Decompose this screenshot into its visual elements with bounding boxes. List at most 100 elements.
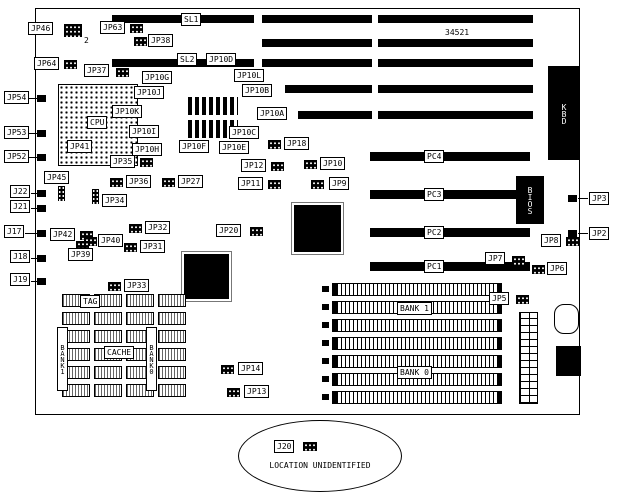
jp10i-label: JP10I (129, 125, 160, 138)
jp10c-label: JP10C (229, 126, 260, 139)
jp52-label: JP52 (4, 150, 30, 163)
cpu-label: CPU (87, 116, 108, 129)
jp8-label: JP8 (541, 234, 562, 247)
callout-ellipse (238, 420, 402, 492)
slot-bar-b1 (262, 15, 372, 23)
jp13-jumper (227, 388, 240, 397)
bank1-label: BANK 1 (397, 302, 432, 315)
jp37-label: JP37 (84, 64, 110, 77)
qfp-chip-1 (294, 205, 341, 252)
jp38-jumper (134, 37, 147, 46)
cache-chip-3-0 (62, 348, 90, 361)
bank0-vertical-label: BANK0 (146, 327, 157, 391)
j19-edge-connector (37, 278, 46, 285)
simm-socket-row-0 (332, 283, 502, 296)
kbd-connector: KBD (548, 66, 580, 160)
j17-edge-connector (37, 230, 46, 237)
jp27-jumper (162, 178, 175, 187)
jp32-jumper (129, 224, 142, 233)
simm-socket-pin-2 (322, 322, 329, 328)
j21-leader-line (31, 208, 37, 209)
jp10-label: JP10 (320, 157, 346, 170)
jp64-jumper (64, 60, 77, 69)
cache-chip-4-3 (158, 366, 186, 379)
jp10j-label: JP10J (134, 86, 165, 99)
cache-chip-3-3 (158, 348, 186, 361)
jp52-edge-connector (37, 154, 46, 161)
cache-chip-4-0 (62, 366, 90, 379)
j19-leader-line (31, 281, 37, 282)
jumper-field-row1 (188, 97, 238, 115)
jp36-jumper (110, 178, 123, 187)
simm-socket-pin-5 (322, 376, 329, 382)
jp20-label: JP20 (216, 224, 242, 237)
jp10a-label: JP10A (257, 107, 288, 120)
j17-label: J17 (4, 225, 25, 238)
jp13-label: JP13 (244, 385, 270, 398)
jp40-jumper (84, 237, 97, 246)
j18-edge-connector (37, 255, 46, 262)
jumper-field-row2 (188, 120, 238, 138)
j22-label: J22 (10, 185, 31, 198)
round-connector (554, 304, 579, 334)
pc2-slot-bar (370, 228, 530, 237)
jp14-jumper (221, 365, 234, 374)
j20-label: J20 (274, 440, 295, 453)
jp41-label: JP41 (67, 140, 93, 153)
slot-bar-c5 (378, 111, 533, 119)
simm-socket-pin-6 (322, 394, 329, 400)
cache-chip-0-3 (158, 294, 186, 307)
jp37-jumper (116, 68, 129, 77)
bios-chip: BIOS (516, 176, 544, 224)
jp42-jumper (80, 231, 93, 240)
part-number: 34521 (445, 28, 470, 37)
jp3-label: JP3 (589, 192, 610, 205)
jp18-label: JP18 (284, 137, 310, 150)
cache-chip-2-3 (158, 330, 186, 343)
jp63-label: JP63 (100, 21, 126, 34)
slot-bar-c4 (378, 85, 533, 93)
pc1-slot-bar (370, 262, 530, 271)
jp2-label: JP2 (589, 227, 610, 240)
qfp-chip-2 (184, 254, 229, 299)
jp39-label: JP39 (68, 248, 94, 261)
simm-socket-row-5 (332, 373, 502, 386)
j20-jumper (303, 442, 317, 451)
j21-edge-connector (37, 205, 46, 212)
cache-chip-1-1 (94, 312, 122, 325)
jp64-label: JP64 (34, 57, 60, 70)
pc4-label: PC4 (424, 150, 445, 163)
jp45-pinstrip (58, 186, 65, 201)
jp12-label: JP12 (241, 159, 267, 172)
simm-socket-row-2 (332, 319, 502, 332)
jp53-edge-connector (37, 130, 46, 137)
jp46-jumper (64, 24, 82, 37)
jp33-label: JP33 (124, 279, 150, 292)
jp54-leader-line (29, 98, 37, 99)
slot-bar-b2 (262, 39, 372, 47)
cache-chip-0-2 (126, 294, 154, 307)
simm-socket-pin-3 (322, 340, 329, 346)
jp7-label: JP7 (485, 252, 506, 265)
jp52-leader-line (29, 157, 37, 158)
cache-label: CACHE (104, 346, 135, 359)
jp20-jumper (250, 227, 263, 236)
pin-header (519, 312, 538, 404)
jp54-label: JP54 (4, 91, 30, 104)
jp31-jumper (124, 243, 137, 252)
jp35-label: JP35 (110, 155, 136, 168)
jp10e-label: JP10E (219, 141, 250, 154)
simm-socket-row-6 (332, 391, 502, 404)
jp46-count: 2 (84, 36, 89, 45)
bank1-vertical-label: BANK1 (57, 327, 68, 391)
jp12-jumper (271, 162, 284, 171)
slot-bar-c1 (378, 15, 533, 23)
jp53-leader-line (29, 133, 37, 134)
slot-bar-c2 (378, 39, 533, 47)
jp14-label: JP14 (238, 362, 264, 375)
cache-chip-5-1 (94, 384, 122, 397)
slot-bar-b4 (285, 85, 372, 93)
jp36-label: JP36 (126, 175, 152, 188)
j18-label: J18 (10, 250, 31, 263)
jp33-jumper (108, 282, 121, 291)
